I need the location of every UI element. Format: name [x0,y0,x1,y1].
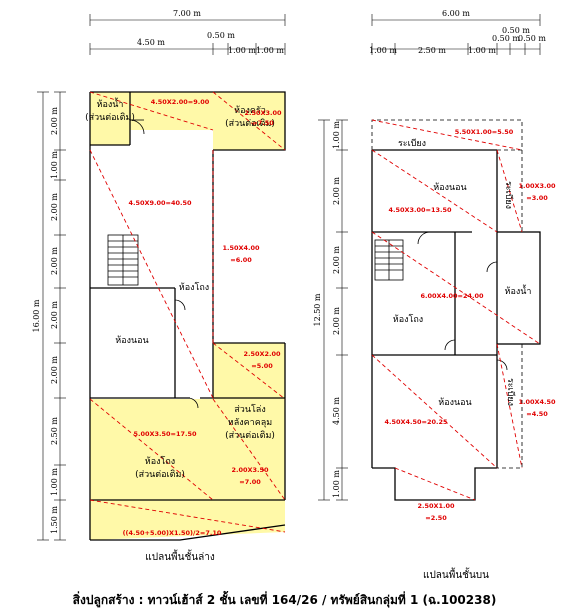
right-side-2: 2.00 m [332,177,341,205]
upper-hall-label: ห้องโถง [393,314,423,325]
calc-hall-side: 1.50X4.00 [222,244,260,252]
room-hall-label: ห้องโถง [179,282,209,293]
left-side-8: 1.00 m [50,468,59,496]
top-dimension-lines-left [89,14,286,55]
right-dim-d: 0.50 m [502,26,530,35]
room-bedroom-label: ห้องนอน [115,335,148,346]
balcony-outlines [371,119,523,469]
upper-floor-caption: แปลนพื้นชั้นบน [423,567,489,581]
left-overall-width: 7.00 m [173,9,201,18]
calc-kitchen-total: =7.50 [252,119,274,127]
upper-side-balcony-label: ระเบียง [503,181,514,209]
calc-bath: 4.50X2.00=9.00 [151,98,210,106]
calc-front: 5.00X3.50=17.50 [133,430,197,438]
carport-label-1: ส่วนโล่ง [234,404,265,415]
building-description: สิ่งปลูกสร้าง : ทาวน์เฮ้าส์ 2 ชั้น เลขที… [72,593,497,607]
calc-upper-side-balcony: 1.00X3.00 [518,182,556,190]
left-dim-c: 1.00 m [228,46,256,55]
side-dimension-lines-right [318,119,348,501]
calc-main: 4.50X9.00=40.50 [128,199,192,207]
upper-bedroom1-label: ห้องนอน [433,182,466,193]
stairs [107,234,139,286]
right-dim-b: 2.50 m [418,46,446,55]
left-side-6: 2.00 m [50,356,59,384]
room-bath-label: ห้องน้ำ [97,97,124,110]
left-overall-depth: 16.00 m [32,299,41,332]
ground-floor-caption: แปลนพื้นชั้นล่าง [145,549,215,563]
right-dim-a: 1.00 m [369,46,397,55]
calc-upper-bay-total: =2.50 [425,514,447,522]
right-overall-depth: 12.50 m [313,293,322,326]
left-side-1: 2.00 m [50,107,59,135]
upper-stairs [374,239,404,281]
upper-bedroom2-label: ห้องนอน [438,397,471,408]
carport-label-2: หลังคาคลุม [228,418,272,428]
calc-upper-front-balcony: 1.00X4.50 [518,398,556,406]
left-side-7: 2.50 m [50,417,59,445]
ground-floor-walls [89,91,286,541]
calc-carport-total: =5.00 [251,362,273,370]
right-side-4: 2.00 m [332,307,341,335]
front-hall-ext-label: (ส่วนต่อเติม) [135,469,185,480]
top-dimension-lines-right [371,14,541,55]
room-kitchen-ext-label: (ส่วนต่อเติม) [225,118,275,129]
calc-carport-lower-total: =7.00 [239,478,261,486]
calc-front-trapezoid: ((4.50+5.00)X1.50)/2=7.10 [123,529,222,537]
calc-upper-side-balcony-total: =3.00 [526,194,548,202]
right-side-3: 2.00 m [332,246,341,274]
left-dim-b: 0.50 m [207,31,235,40]
right-dim-c: 1.00 m [468,46,496,55]
right-dim-e: 0.50 m [492,34,520,43]
front-hall-label: ห้องโถง [145,456,175,467]
extension-areas [90,92,285,540]
calc-upper-front-balcony-total: =4.50 [526,410,548,418]
area-diagonals-right [371,119,541,501]
right-side-1: 1.00 m [332,121,341,149]
right-side-6: 1.00 m [332,470,341,498]
left-side-9: 1.50 m [50,506,59,534]
left-side-5: 2.00 m [50,301,59,329]
door-swings [129,119,199,409]
right-side-5: 4.50 m [332,397,341,425]
upper-bath-label: ห้องน้ำ [505,284,532,297]
left-dim-d: 1.00 m [256,46,284,55]
upper-front-balcony-label: ระเบียง [505,378,516,406]
upper-door-swings [417,231,508,371]
area-diagonals-left [89,91,286,533]
calc-upper-bedroom1: 4.50X3.00=13.50 [388,206,452,214]
room-kitchen-label: ห้องครัว [234,105,266,116]
calc-hall-side-total: =6.00 [230,256,252,264]
carport-label-3: (ส่วนต่อเติม) [225,430,275,441]
right-overall-width: 6.00 m [442,9,470,18]
upper-balcony-top-label: ระเบียง [398,138,426,149]
calc-carport: 2.50X2.00 [243,350,281,358]
left-side-3: 2.00 m [50,193,59,221]
calc-upper-balcony: 5.50X1.00=5.50 [455,128,514,136]
calc-upper-bay: 2.50X1.00 [417,502,455,510]
left-side-2: 1.00 m [50,151,59,179]
left-side-4: 2.00 m [50,247,59,275]
right-dim-f: 0.50 m [518,34,546,43]
upper-floor-walls [371,149,541,501]
side-dimension-lines-left [37,91,66,541]
calc-carport-lower: 2.00X3.50 [231,466,269,474]
calc-upper-hall: 6.00X4.00=24.00 [420,292,484,300]
left-dim-a: 4.50 m [137,38,165,47]
calc-kitchen: 2.50X3.00 [244,109,282,117]
calc-upper-bedroom2: 4.50X4.50=20.25 [384,418,448,426]
room-bath-ext-label: (ส่วนต่อเติม) [85,112,135,123]
